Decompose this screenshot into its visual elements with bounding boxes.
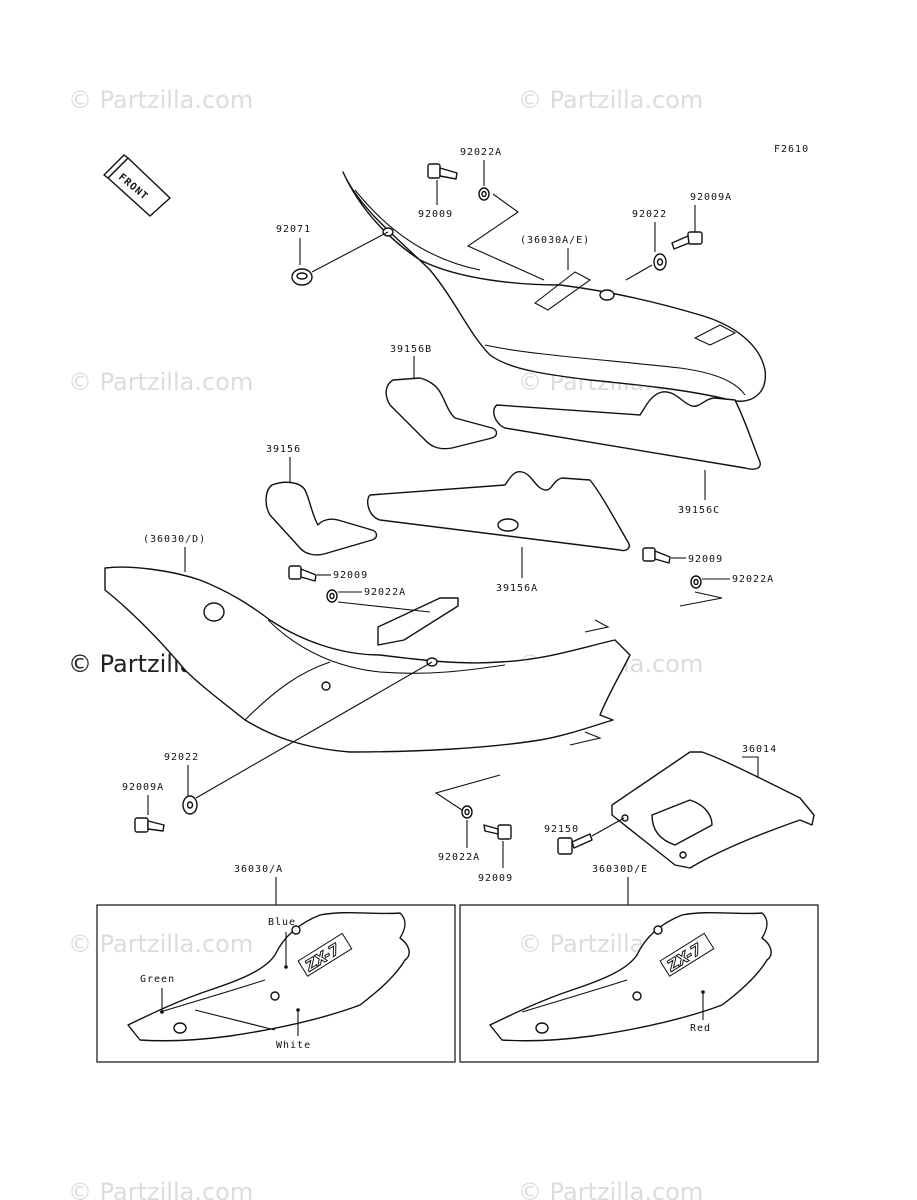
part-label: 36030/A — [234, 864, 283, 875]
color-label-green: Green — [140, 974, 175, 985]
bolt-icon — [671, 231, 703, 250]
seal-pad — [493, 391, 761, 470]
part-label: 92150 — [544, 824, 579, 835]
seal-pad — [265, 481, 378, 556]
inset-frame — [459, 904, 819, 1063]
part-label: (36030/D) — [143, 534, 206, 545]
bolt-icon — [557, 833, 593, 855]
part-label: 92022A — [364, 587, 406, 598]
bolt-icon — [483, 824, 512, 840]
watermark: © Partzilla.com — [68, 86, 253, 114]
bracket — [611, 751, 815, 869]
watermark: © Partzilla.com — [68, 930, 253, 958]
part-label: 92009A — [122, 782, 164, 793]
bolt-icon — [642, 547, 671, 564]
inset-left: 36030/A ZX-7 Blue Green White — [96, 864, 456, 1063]
color-label-red: Red — [690, 1023, 711, 1034]
watermark: © Partzilla.com — [68, 368, 253, 396]
part-label: 39156 — [266, 444, 301, 455]
bolt-icon — [288, 565, 317, 582]
part-label: 36030D/E — [592, 864, 648, 875]
watermark: © Partzilla.com — [518, 1178, 703, 1200]
part-39156C: 39156C — [493, 391, 761, 516]
part-92009A-top: 92009A — [671, 192, 732, 250]
lower-side-cover: (36030/D) — [104, 534, 631, 753]
part-39156: 39156 — [265, 444, 378, 556]
part-label: 92022 — [632, 209, 667, 220]
watermark: © Partzilla.com — [518, 86, 703, 114]
part-39156B: 39156B — [385, 344, 498, 450]
bolt-icon — [427, 163, 458, 180]
part-label: 39156C — [678, 505, 720, 516]
part-39156A: 39156A — [367, 471, 630, 594]
inset-right: 36030D/E ZX-7 Red — [459, 864, 819, 1063]
part-92022-low: 92022 — [164, 661, 433, 815]
part-label: 92022 — [164, 752, 199, 763]
part-label: 92022A — [438, 852, 480, 863]
part-92071: 92071 — [276, 224, 389, 286]
part-label: 92022A — [732, 574, 774, 585]
front-arrow-icon: FRONT — [103, 154, 171, 217]
seal-pad — [367, 471, 630, 552]
bolt-icon — [134, 817, 165, 833]
part-label: 92009 — [418, 209, 453, 220]
part-92022A-right: 92022A — [679, 574, 774, 607]
part-36030AE: (36030A/E) — [466, 193, 590, 281]
part-92009A-low: 92009A — [122, 782, 165, 833]
part-92022A-top: 92022A — [460, 147, 502, 201]
part-92009-top: 92009 — [418, 163, 458, 220]
part-label: 36014 — [742, 744, 777, 755]
part-label: 92009A — [690, 192, 732, 203]
part-92009-bottom: 92009 — [478, 824, 513, 884]
part-92150: 92150 — [544, 817, 625, 855]
part-label: 39156B — [390, 344, 432, 355]
part-label: 92022A — [460, 147, 502, 158]
inset-frame — [96, 904, 456, 1063]
color-label-blue: Blue — [268, 917, 296, 928]
part-label: 92009 — [478, 873, 513, 884]
part-36014: 36014 — [611, 744, 815, 869]
part-label: 39156A — [496, 583, 538, 594]
part-label: 92071 — [276, 224, 311, 235]
figure-code: F2610 — [774, 144, 809, 155]
part-92022A-mid: 92022A — [326, 587, 431, 613]
part-92022-top: 92022 — [625, 209, 667, 281]
part-92009-mid: 92009 — [288, 565, 368, 582]
watermark: © Partzilla.com — [68, 1178, 253, 1200]
seal-pad — [385, 377, 498, 450]
part-label: 92009 — [688, 554, 723, 565]
part-92022A-bottom: 92022A — [434, 774, 501, 863]
part-label: (36030A/E) — [520, 235, 590, 246]
color-label-white: White — [276, 1040, 311, 1051]
part-label: 92009 — [333, 570, 368, 581]
part-92009-right: 92009 — [642, 547, 723, 565]
upper-seat-cowl — [342, 171, 766, 402]
